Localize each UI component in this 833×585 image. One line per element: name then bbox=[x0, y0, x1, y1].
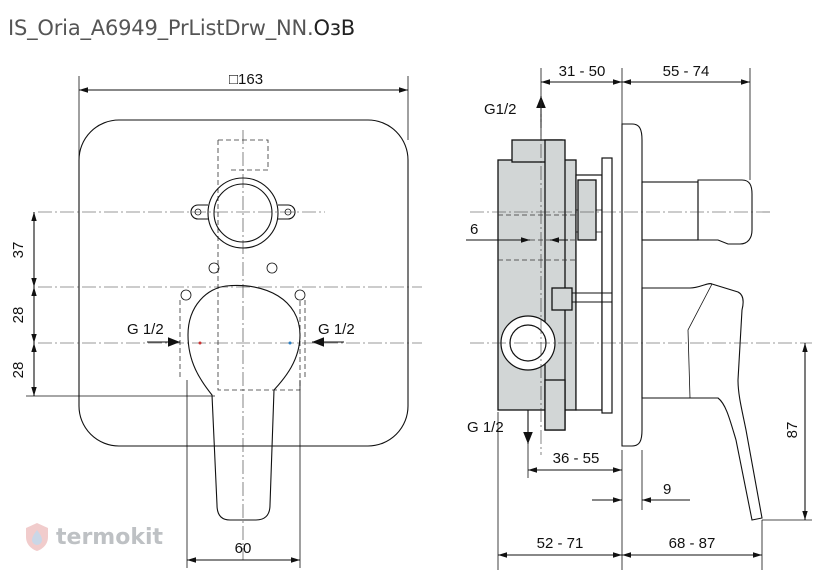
dim-28-upper: 28 bbox=[10, 307, 27, 324]
dim-60: 60 bbox=[235, 540, 252, 557]
mixer-handle bbox=[187, 284, 301, 521]
dim-68-87: 68 - 87 bbox=[669, 535, 716, 552]
dim-55-74: 55 - 74 bbox=[663, 63, 710, 80]
dim-6: 6 bbox=[470, 221, 478, 238]
side-view: 31 - 50 55 - 74 G1/2 bbox=[466, 63, 812, 570]
dim-52-71: 52 - 71 bbox=[537, 535, 584, 552]
dim-87: 87 bbox=[784, 422, 801, 439]
lever-side bbox=[641, 283, 763, 521]
outlet-ring bbox=[207, 177, 279, 249]
watermark-text: termokit bbox=[56, 524, 164, 550]
front-width-label: □163 bbox=[229, 71, 263, 88]
dim-36-55: 36 - 55 bbox=[553, 450, 600, 467]
drawing-title: IS_Oria_A6949_PrListDrw_NN.ОзВ bbox=[8, 16, 355, 40]
bottom-outlet-label: G 1/2 bbox=[467, 419, 504, 436]
cover-plate bbox=[78, 119, 409, 447]
diverter-knob bbox=[641, 181, 699, 241]
top-outlet-label: G1/2 bbox=[484, 101, 517, 118]
right-inlet-label: G 1/2 bbox=[318, 321, 355, 338]
dim-9: 9 bbox=[663, 481, 671, 498]
dim-28-lower: 28 bbox=[10, 362, 27, 379]
front-view: □163 G 1/2 G 1/2 bbox=[10, 71, 422, 568]
left-inlet-label: G 1/2 bbox=[127, 321, 164, 338]
outlet-inner-ring bbox=[213, 183, 273, 243]
wall-plate bbox=[621, 123, 643, 447]
dim-37: 37 bbox=[10, 242, 27, 259]
shield-drop-icon bbox=[26, 523, 48, 551]
title-suffix: ОзВ bbox=[313, 16, 356, 40]
title-prefix: IS_Oria_A6949_PrListDrw_NN. bbox=[8, 16, 314, 40]
watermark: termokit bbox=[24, 522, 163, 552]
dim-31-50: 31 - 50 bbox=[559, 63, 606, 80]
